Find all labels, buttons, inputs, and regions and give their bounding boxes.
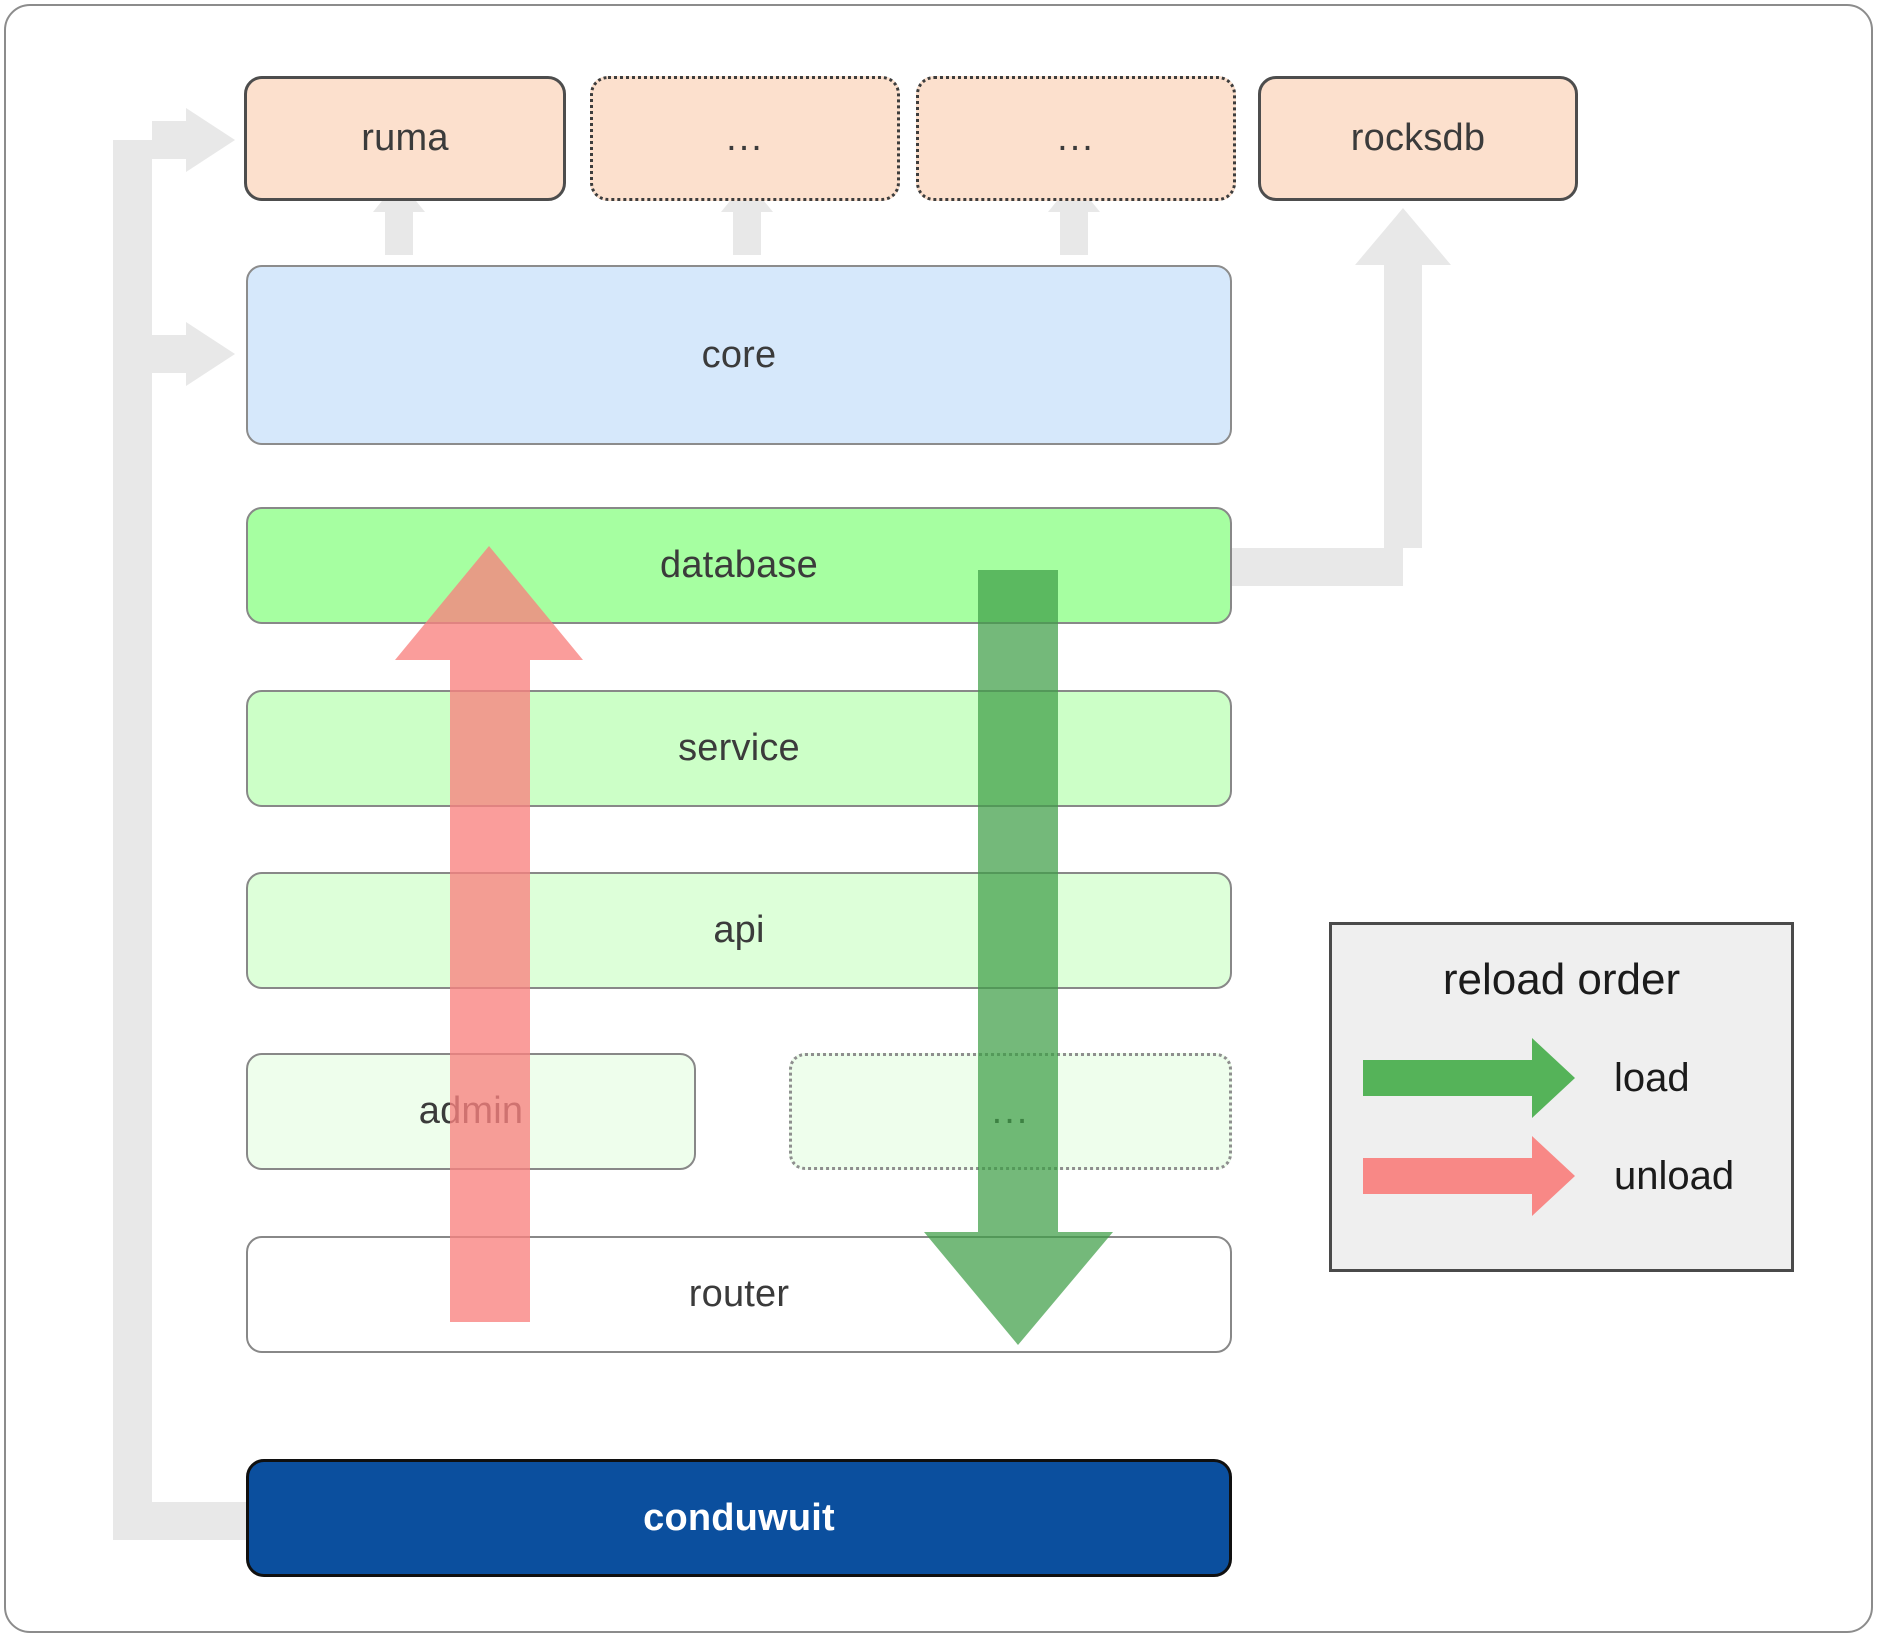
legend-load-arrow-icon [1363,1038,1575,1118]
dependency-label: ... [726,116,764,159]
diagram-frame [4,4,1873,1633]
legend-label-unload: unload [1614,1154,1735,1198]
layer-label: core [701,333,777,376]
layer-box-core[interactable]: core [246,265,1232,445]
dependency-box-rocksdb[interactable]: rocksdb [1258,76,1578,201]
legend-panel: reload order load unload [1329,922,1794,1272]
layer-box-admin[interactable]: admin [246,1053,696,1170]
dependency-box-ellipsis-2[interactable]: ... [916,76,1236,201]
layer-box-ellipsis[interactable]: ... [789,1053,1232,1170]
legend-arrows [1363,1038,1575,1216]
layer-label: api [713,909,765,951]
dependency-label: rocksdb [1350,117,1486,159]
root-label: conduwuit [643,1496,835,1539]
legend-title: reload order [1442,955,1681,1004]
layer-label: ... [991,1089,1030,1132]
dependency-label: ruma [361,117,449,159]
dependency-box-ruma[interactable]: ruma [244,76,566,201]
layer-box-database[interactable]: database [246,507,1232,624]
layer-label: router [688,1273,790,1315]
layer-box-api[interactable]: api [246,872,1232,989]
dependency-box-ellipsis-1[interactable]: ... [590,76,900,201]
layer-label: service [678,727,800,769]
root-box-conduwuit[interactable]: conduwuit [246,1459,1232,1577]
layer-label: database [660,544,818,586]
legend-unload-arrow-icon [1363,1136,1575,1216]
legend-label-load: load [1614,1056,1690,1100]
layer-box-router[interactable]: router [246,1236,1232,1353]
layer-box-service[interactable]: service [246,690,1232,807]
dependency-label: ... [1057,116,1095,159]
layer-label: admin [418,1090,524,1132]
